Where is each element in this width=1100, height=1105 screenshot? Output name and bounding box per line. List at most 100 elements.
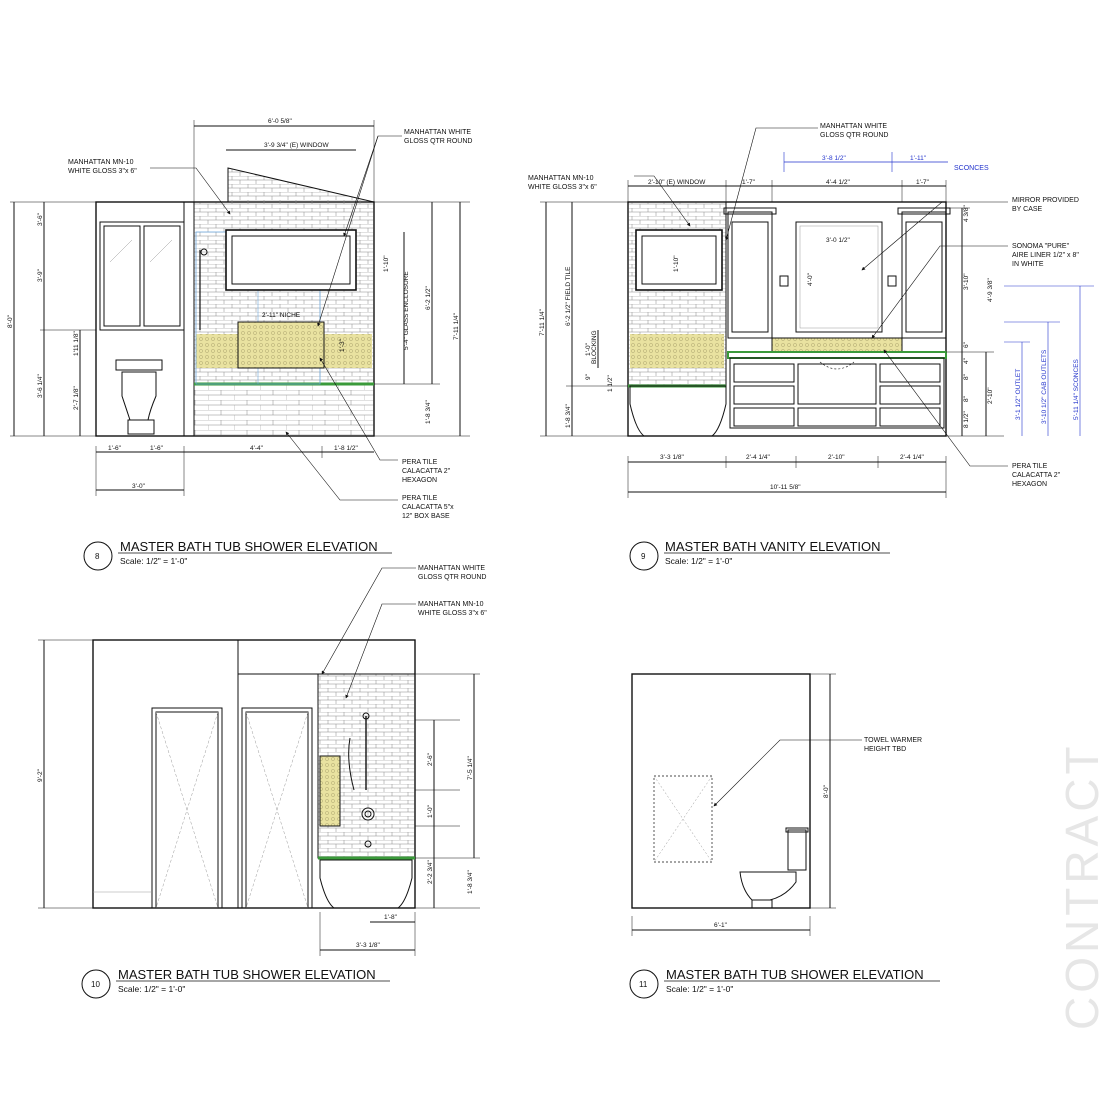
elevation-8-scale: Scale: 1/2" = 1'-0" [120, 556, 187, 566]
dim-9-left-1-8: 1'-8 3/4" [565, 404, 572, 428]
dim-9-b-2-4b: 2'-4 1/4" [900, 454, 924, 461]
dim-8-niche: 2'-11" NICHE [262, 312, 301, 319]
note-qtr-10a: MANHATTAN WHITE [418, 565, 485, 572]
note-hex-8c: HEXAGON [402, 477, 437, 484]
dim-9-win-h: 1'-10" [673, 255, 680, 272]
note-sconces: SCONCES [954, 165, 989, 172]
dim-9-sc-a: 3'-8 1/2" [822, 155, 846, 162]
elevation-11-title: MASTER BATH TUB SHOWER ELEVATION [666, 967, 924, 982]
note-tile-8a: MANHATTAN MN-10 [68, 159, 134, 166]
note-qtr-8a: MANHATTAN WHITE [404, 129, 471, 136]
note-qtr-10b: GLOSS QTR ROUND [418, 574, 486, 581]
note-hex-9b: CALACATTA 2" [1012, 472, 1061, 479]
dim-9-left-1-0: 1'-0" [585, 342, 592, 356]
dim-8-niche-h: 1'-3" [339, 338, 346, 352]
dim-9-r-6: 6" [963, 341, 970, 348]
dim-9-left-1-12: 1 1/2" [607, 375, 614, 392]
elevation-8-number: 8 [95, 552, 100, 561]
dim-9-t-4-4: 4'-4 1/2" [826, 179, 850, 186]
note-towel-a: TOWEL WARMER [864, 737, 922, 744]
elevation-11 [629, 673, 940, 999]
note-hex-8a: PERA TILE [402, 459, 438, 466]
dim-10-b-1-8: 1'-8" [384, 914, 398, 921]
dim-8-b-3-0: 3'-0" [132, 483, 146, 490]
dim-8-left-2-7: 2'-7 1/8" [73, 386, 80, 410]
dim-8-glass: 5'-4" GLASS ENCLOSURE [403, 271, 410, 350]
note-liner-b: AIRE LINER 1/2" x 8" [1012, 252, 1079, 259]
dim-9-r-8a: 8" [963, 373, 970, 380]
dim-9-r-8-12: 8 1/2" [963, 411, 970, 428]
elevation-9-number: 9 [641, 552, 646, 561]
note-base-8a: PERA TILE [402, 495, 438, 502]
elevation-10-title: MASTER BATH TUB SHOWER ELEVATION [118, 967, 376, 982]
elevation-8-title: MASTER BATH TUB SHOWER ELEVATION [120, 539, 378, 554]
dim-9-mirror-w: 3'-0 1/2" [826, 237, 850, 244]
note-blocking: BLOCKING [591, 330, 598, 364]
dim-9-outlet-v: 3'-1 1/2" OUTLET [1015, 369, 1022, 420]
dim-10-r-7-5: 7'-5 1/4" [467, 756, 474, 780]
elevation-9-scale: Scale: 1/2" = 1'-0" [665, 556, 732, 566]
dim-9-r-3-10: 3'-10" [963, 273, 970, 290]
dim-9-sc-b: 1'-11" [910, 155, 927, 162]
elevation-9-text: MANHATTAN MN-10 WHITE GLOSS 3"x 6" MANHA… [528, 123, 1080, 566]
dim-9-r-4: 4" [963, 357, 970, 364]
elevation-10-scale: Scale: 1/2" = 1'-0" [118, 984, 185, 994]
dim-10-r-1-8: 1'-8 3/4" [467, 870, 474, 894]
note-qtr-9b: GLOSS QTR ROUND [820, 132, 888, 139]
dim-8-b-4-4: 4'-4" [250, 445, 264, 452]
note-base-8b: CALACATTA 5"x [402, 504, 454, 511]
dim-8-left-3-9: 3'-9" [37, 268, 44, 282]
dim-9-r-2-10: 2'-10" [987, 387, 994, 404]
elevation-10-text: MANHATTAN WHITE GLOSS QTR ROUND MANHATTA… [37, 565, 487, 994]
elevation-11-number: 11 [639, 980, 648, 989]
dim-9-r-4-3-8: 4 3/8" [963, 205, 970, 222]
note-tile-8b: WHITE GLOSS 3"x 6" [68, 168, 137, 175]
note-hex-9a: PERA TILE [1012, 463, 1048, 470]
elevation-11-text: TOWEL WARMER HEIGHT TBD 8'-0" 6'-1" 11 M… [639, 737, 924, 994]
elevation-8-text: MANHATTAN MN-10 WHITE GLOSS 3"x 6" MANHA… [7, 118, 472, 566]
elevation-10 [38, 567, 480, 999]
dim-9-r-4-9: 4'-9 3/8" [987, 278, 994, 302]
dim-11-r-8-0: 8'-0" [823, 784, 830, 798]
note-hex-8b: CALACATTA 2" [402, 468, 451, 475]
dim-10-r-2-6: 2'-6" [427, 752, 434, 766]
dim-10-b-3-3: 3'-3 1/8" [356, 942, 380, 949]
dim-9-t-1-7a: 1'-7" [742, 179, 756, 186]
note-tile-9a: MANHATTAN MN-10 [528, 175, 594, 182]
note-hex-9c: HEXAGON [1012, 481, 1047, 488]
dim-10-left-9-2: 9'-2" [37, 768, 44, 782]
dim-9-t-1-7b: 1'-7" [916, 179, 930, 186]
dim-9-left-7-11: 7'-11 1/4" [539, 308, 546, 336]
dim-9-mirror-h: 4'-0" [807, 272, 814, 286]
dim-11-b-6-1: 6'-1" [714, 922, 728, 929]
dim-9-b-overall: 10'-11 5/8" [770, 484, 801, 491]
dim-8-b-1-8: 1'-8 1/2" [334, 445, 358, 452]
note-field-tile: 6'-2 1/2" FIELD TILE [565, 266, 572, 326]
dim-8-window: 3'-9 3/4" (E) WINDOW [264, 142, 329, 149]
note-base-8c: 12" BOX BASE [402, 513, 450, 520]
note-qtr-9a: MANHATTAN WHITE [820, 123, 887, 130]
note-qtr-8b: GLOSS QTR ROUND [404, 138, 472, 145]
dim-8-left-3-6-14: 3'-6 1/4" [37, 374, 44, 398]
note-liner-a: SONOMA "PURE" [1012, 243, 1070, 250]
watermark-text: CONTRACT [1056, 742, 1100, 1030]
note-liner-c: IN WHITE [1012, 261, 1044, 268]
dim-9-sconces-v: 5'-11 1/4" SCONCES [1073, 358, 1080, 420]
note-tile-10a: MANHATTAN MN-10 [418, 601, 484, 608]
dim-8-left-1-11: 1'11 1/8" [73, 331, 80, 356]
dim-9-b-2-10: 2'-10" [828, 454, 845, 461]
elevation-11-scale: Scale: 1/2" = 1'-0" [666, 984, 733, 994]
dim-9-r-8b: 8" [963, 395, 970, 402]
note-tile-10b: WHITE GLOSS 3"x 6" [418, 610, 487, 617]
dim-9-b-2-4a: 2'-4 1/4" [746, 454, 770, 461]
note-towel-b: HEIGHT TBD [864, 746, 906, 753]
elevation-9 [540, 127, 1094, 571]
dim-9-left-9: 9" [585, 373, 592, 380]
dim-9-cab-v: 3'-10 1/2" CAB OUTLETS [1041, 349, 1048, 424]
dim-8-h-1-8: 1'-8 3/4" [425, 400, 432, 424]
dim-8-b-1-6b: 1'-6" [150, 445, 164, 452]
elevation-8 [10, 120, 470, 571]
elevation-9-title: MASTER BATH VANITY ELEVATION [665, 539, 881, 554]
